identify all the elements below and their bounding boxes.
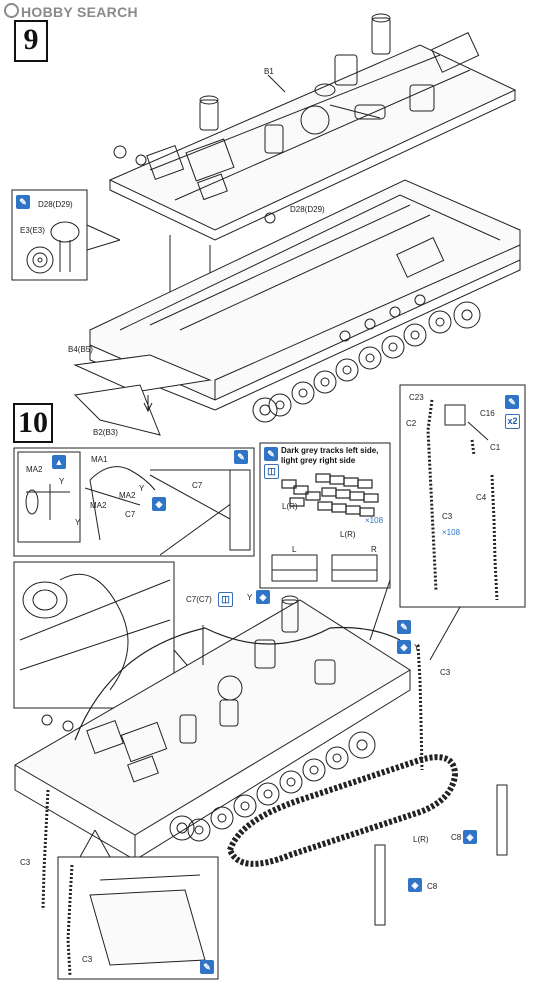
- pencil-icon: ✎: [264, 447, 278, 461]
- part-label-b2: B2(B3): [93, 428, 118, 437]
- part-label-ma2-low: MA2: [90, 501, 107, 510]
- part-label-y-right: Y: [414, 643, 420, 652]
- part-label-d28-inset: D28(D29): [38, 200, 73, 209]
- part-label-ma1: MA1: [91, 455, 108, 464]
- part-label-y-inset: Y: [75, 518, 81, 527]
- option-icon: ◈: [463, 830, 477, 844]
- part-label-c1: C1: [490, 443, 501, 452]
- part-label-c4: C4: [476, 493, 487, 502]
- cement-icon: ◫: [218, 592, 233, 607]
- part-label-lr-2: L(R): [340, 530, 356, 539]
- part-label-c3-left: C3: [20, 858, 31, 867]
- part-label-c16: C16: [480, 409, 495, 418]
- pencil-icon: ✎: [234, 450, 248, 464]
- step-number-9: 9: [14, 20, 48, 62]
- track-count-1: ×108: [365, 516, 384, 525]
- part-label-c8-bottom: C8: [427, 882, 438, 891]
- part-label-c7-inset: C7: [125, 510, 136, 519]
- pencil-icon: ✎: [397, 620, 411, 634]
- part-label-c7-inset-right: C7: [192, 481, 203, 490]
- option-icon: ◈: [397, 640, 411, 654]
- track-count-2: ×108: [442, 528, 461, 537]
- part-label-c8-right: C8: [451, 833, 462, 842]
- paint-drop-icon: ▲: [52, 455, 66, 469]
- track-color-note: Dark grey tracks left side, light grey r…: [281, 446, 379, 465]
- sprue-label-r: R: [371, 545, 377, 554]
- part-label-e3: E3(E3): [20, 226, 45, 235]
- pencil-icon: ✎: [200, 960, 214, 974]
- part-label-d28: D28(D29): [290, 205, 325, 214]
- gear-icon: [4, 3, 19, 18]
- part-label-c23: C23: [409, 393, 424, 402]
- x2-icon: x2: [505, 414, 520, 429]
- part-label-ma2-mid: MA2: [119, 491, 136, 500]
- part-label-y-left: Y: [59, 477, 65, 486]
- pencil-icon: ✎: [16, 195, 30, 209]
- step-number-10: 10: [13, 403, 53, 443]
- sprue-label-l: L: [292, 545, 297, 554]
- pencil-icon: ✎: [505, 395, 519, 409]
- option-icon: ◈: [256, 590, 270, 604]
- part-label-lr-main: L(R): [413, 835, 429, 844]
- part-label-lr-1: L(R): [282, 502, 298, 511]
- part-label-y-main: Y: [247, 593, 253, 602]
- part-label-b1: B1: [264, 67, 274, 76]
- part-label-c3-panel: C3: [442, 512, 453, 521]
- part-label-c7-main: C7(C7): [186, 595, 212, 604]
- option-icon: ◈: [408, 878, 422, 892]
- option-icon: ◈: [152, 497, 166, 511]
- brand-logo: HOBBY SEARCH: [4, 3, 138, 20]
- part-label-ma2-left: MA2: [26, 465, 43, 474]
- part-label-c3-right: C3: [440, 668, 451, 677]
- cement-icon: ◫: [264, 464, 279, 479]
- part-label-y-inset2: Y: [139, 484, 145, 493]
- part-label-c2: C2: [406, 419, 417, 428]
- part-label-c3-inset: C3: [82, 955, 93, 964]
- part-label-b4: B4(B5): [68, 345, 93, 354]
- brand-text: HOBBY SEARCH: [21, 4, 138, 20]
